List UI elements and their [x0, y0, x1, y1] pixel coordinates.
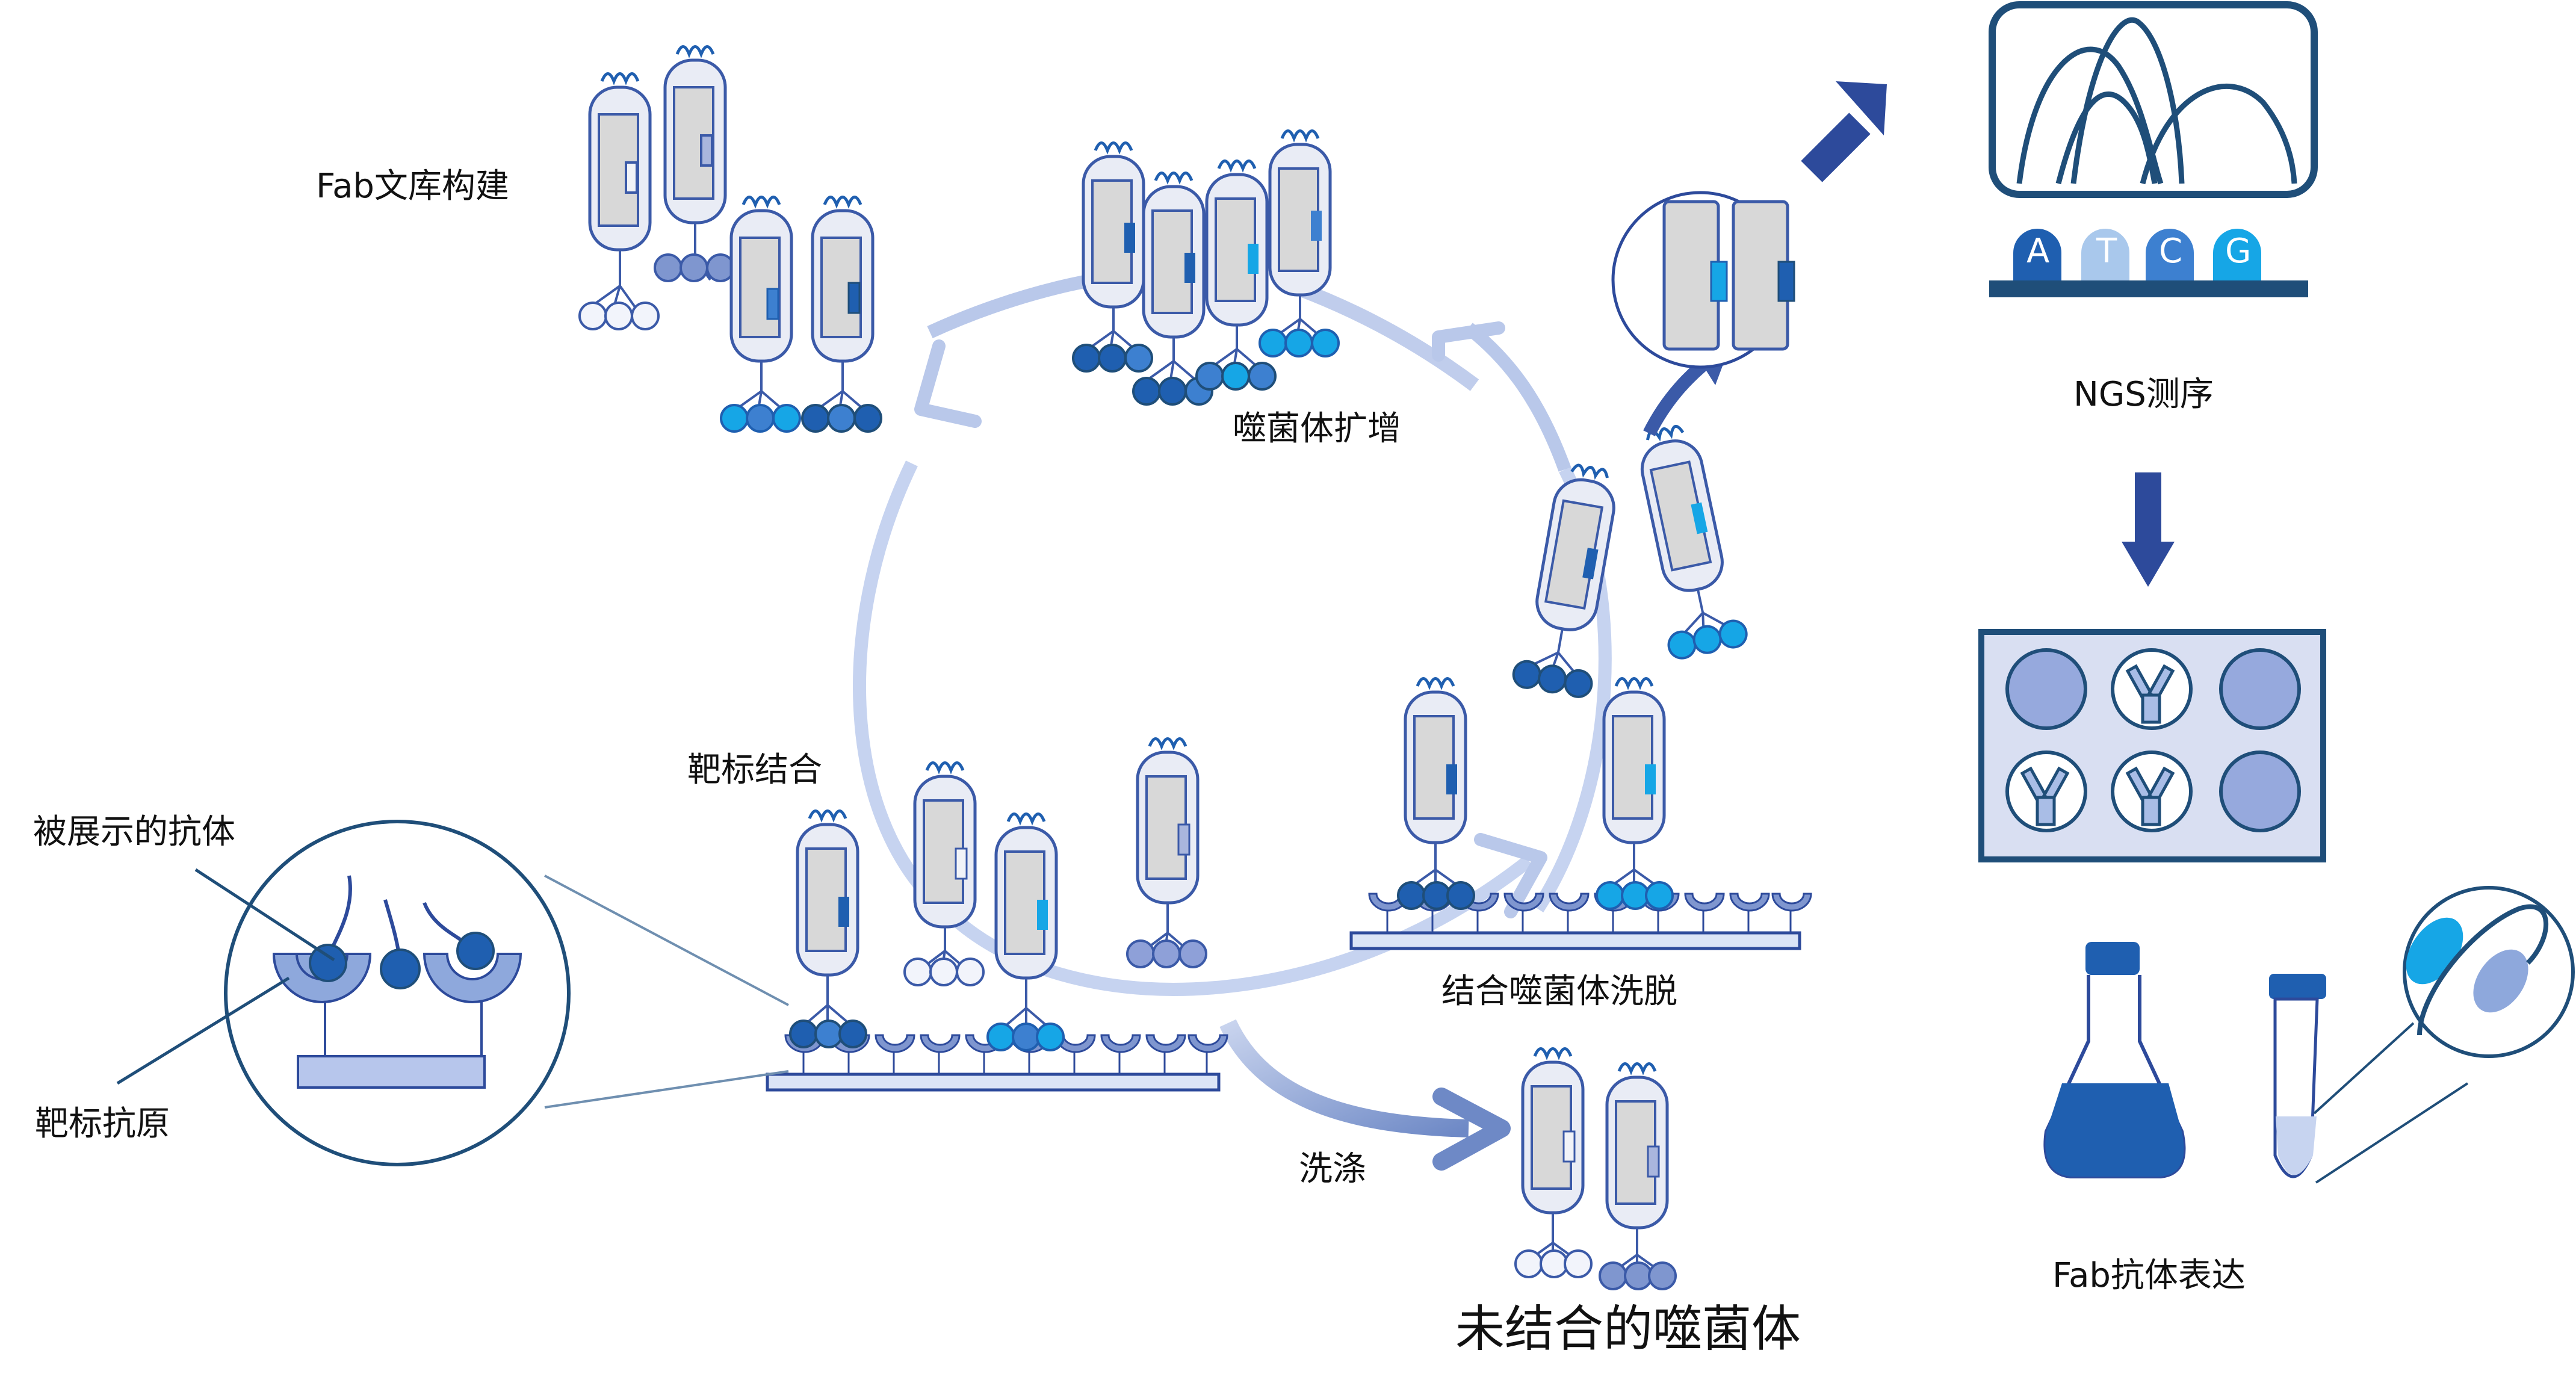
wash-arrow: [1219, 1019, 1469, 1137]
arrow-to-ngs: [1801, 81, 1887, 182]
sample-tube: [2269, 886, 2575, 1184]
zoomed-phage-insert: [1611, 191, 1795, 369]
antibody-icon: [2020, 664, 2175, 826]
unbound-phages: [1514, 1047, 1677, 1290]
label-displayed-antibody: 被展示的抗体: [33, 812, 235, 852]
binding-phages: [789, 737, 1207, 1051]
base-letter-c: C: [2159, 232, 2183, 271]
base-letter-g: G: [2225, 232, 2252, 271]
amplified-phages: [1072, 129, 1340, 406]
ngs-chromatogram: [1989, 1, 2318, 297]
label-target-binding: 靶标结合: [687, 750, 822, 790]
arrow-to-plate: [2122, 472, 2175, 587]
label-unbound-phage: 未结合的噬菌体: [1455, 1301, 1801, 1358]
base-letter-a: A: [2026, 232, 2050, 271]
culture-flask: [2043, 942, 2186, 1178]
binding-zoom-insert: [116, 820, 789, 1166]
elution-surface: [1349, 677, 1812, 950]
expression-plate: [1978, 629, 2326, 862]
label-elution: 结合噬菌体洗脱: [1441, 972, 1677, 1011]
label-phage-amplification: 噬菌体扩增: [1233, 409, 1401, 448]
eluted-phages: [1512, 424, 1748, 698]
label-ngs-sequencing: NGS测序: [2073, 375, 2214, 414]
base-letter-t: T: [2096, 232, 2117, 271]
library-phages: [578, 45, 882, 433]
label-fab-expression: Fab抗体表达: [2052, 1256, 2246, 1295]
label-wash: 洗涤: [1299, 1150, 1366, 1189]
label-target-antigen: 靶标抗原: [35, 1104, 170, 1143]
cycle-arc-outer: [853, 460, 1533, 996]
label-library-construction: Fab文库构建: [316, 167, 509, 206]
